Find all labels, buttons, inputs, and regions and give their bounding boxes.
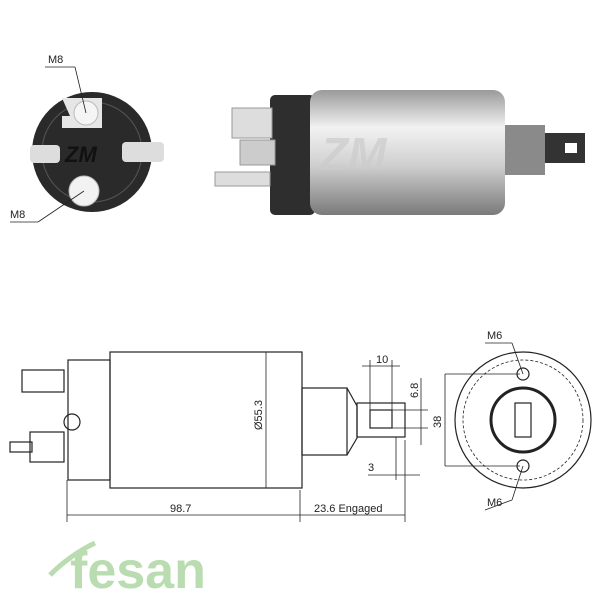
side-drawing: 98.7 23.6 Engaged Ø55.3 10 6.8 3 bbox=[9, 351, 428, 522]
m6-top-label: M6 bbox=[487, 330, 502, 342]
m8-bottom-label: M8 bbox=[10, 209, 25, 221]
slot-width-dimension: 10 bbox=[376, 354, 388, 366]
watermark-text: fesan bbox=[70, 542, 206, 600]
end-drawing: 38 M6 M6 bbox=[432, 330, 592, 511]
slot-height-dimension: 6.8 bbox=[409, 383, 421, 398]
travel-dimension: 23.6 Engaged bbox=[314, 503, 383, 515]
mount-spacing-dimension: 38 bbox=[432, 416, 444, 428]
end-view-photo: ZM M8 M8 bbox=[10, 54, 164, 223]
m6-bottom-label: M6 bbox=[487, 497, 502, 509]
fesan-watermark: fesan bbox=[48, 540, 206, 600]
diameter-dimension: Ø55.3 bbox=[253, 400, 265, 430]
zm-logo: ZM bbox=[64, 142, 97, 167]
length-dimension: 98.7 bbox=[170, 503, 191, 515]
slot-offset-dimension: 3 bbox=[368, 462, 374, 474]
svg-text:ZM: ZM bbox=[318, 128, 388, 180]
side-view-photo: ZM bbox=[214, 90, 585, 215]
m8-top-label: M8 bbox=[48, 54, 63, 66]
